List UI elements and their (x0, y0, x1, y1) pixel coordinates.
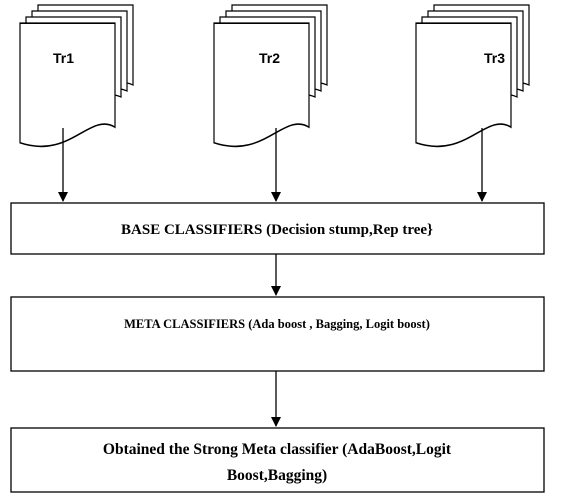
meta-classifiers-text: META CLASSIFIERS (Ada boost , Bagging, L… (124, 317, 430, 331)
strong-meta-classifier-line1: Obtained the Strong Meta classifier (Ada… (103, 441, 452, 458)
base-classifiers-text: BASE CLASSIFIERS (Decision stump,Rep tre… (121, 222, 433, 238)
document-stack-tr1: Tr1 (19, 4, 134, 148)
strong-meta-classifier-line2: Boost,Bagging) (227, 467, 327, 484)
document-label-tr3: Tr3 (484, 50, 505, 66)
base-classifiers-box (10, 202, 545, 255)
document-stack-tr3: Tr3 (415, 4, 530, 148)
strong-meta-classifier-box (10, 427, 545, 493)
document-label-tr2: Tr2 (259, 50, 280, 66)
meta-classifiers-box (10, 296, 545, 372)
document-stack-tr2: Tr2 (213, 4, 328, 148)
document-label-tr1: Tr1 (53, 50, 74, 66)
